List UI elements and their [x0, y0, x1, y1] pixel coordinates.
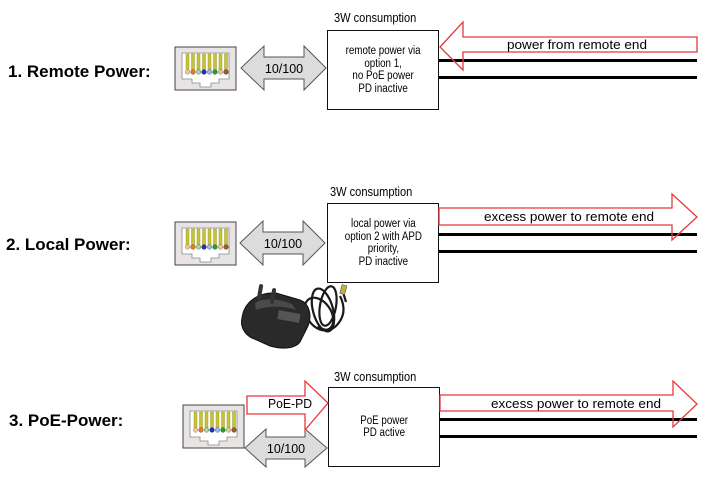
- device-status-text: PoE power PD active: [360, 414, 408, 440]
- cable-line-2b: [439, 250, 697, 253]
- power-arrow-incoming: power from remote end: [439, 20, 698, 72]
- consumption-label-3: 3W consumption: [334, 369, 417, 384]
- mode-label-remote-power: 1. Remote Power:: [8, 62, 151, 81]
- mode-label-poe-power: 3. PoE-Power:: [9, 411, 124, 430]
- cable-line-3a: [440, 418, 697, 421]
- ac-adapter-icon: [241, 284, 348, 349]
- consumption-label-1: 3W consumption: [334, 10, 417, 25]
- data-link-label: 10/100: [265, 62, 303, 76]
- device-status-text: remote power via option 1, no PoE power …: [345, 45, 421, 95]
- consumption-label-2: 3W consumption: [330, 184, 413, 199]
- cable-line-1b: [439, 76, 697, 79]
- cable-line-2a: [439, 233, 697, 236]
- rj45-jack-icon: [182, 404, 245, 449]
- device-box-local-power: local power via option 2 with APD priori…: [327, 203, 439, 283]
- power-arrow-label: power from remote end: [507, 37, 647, 52]
- power-arrow-label: excess power to remote end: [484, 209, 654, 224]
- device-box-remote-power: remote power via option 1, no PoE power …: [327, 30, 439, 110]
- data-link-arrow-3: 10/100: [244, 427, 328, 469]
- data-link-label: 10/100: [267, 442, 305, 456]
- power-arrow-outgoing-2: excess power to remote end: [438, 192, 698, 242]
- rj45-jack-icon: [174, 46, 237, 91]
- mode-label-local-power: 2. Local Power:: [6, 235, 131, 254]
- device-status-text: local power via option 2 with APD priori…: [344, 218, 422, 268]
- cable-line-3b: [440, 435, 697, 438]
- poe-pd-label: PoE-PD: [268, 397, 312, 411]
- device-box-poe-power: PoE power PD active: [328, 387, 440, 467]
- data-link-arrow-2: 10/100: [239, 219, 326, 267]
- rj45-jack-icon: [174, 221, 237, 266]
- power-arrow-outgoing-3: excess power to remote end: [439, 379, 698, 429]
- cable-line-1a: [439, 59, 697, 62]
- data-link-label: 10/100: [264, 237, 302, 251]
- data-link-arrow-1: 10/100: [240, 44, 327, 92]
- power-arrow-label: excess power to remote end: [491, 396, 661, 411]
- poe-pd-arrow: PoE-PD: [246, 379, 329, 432]
